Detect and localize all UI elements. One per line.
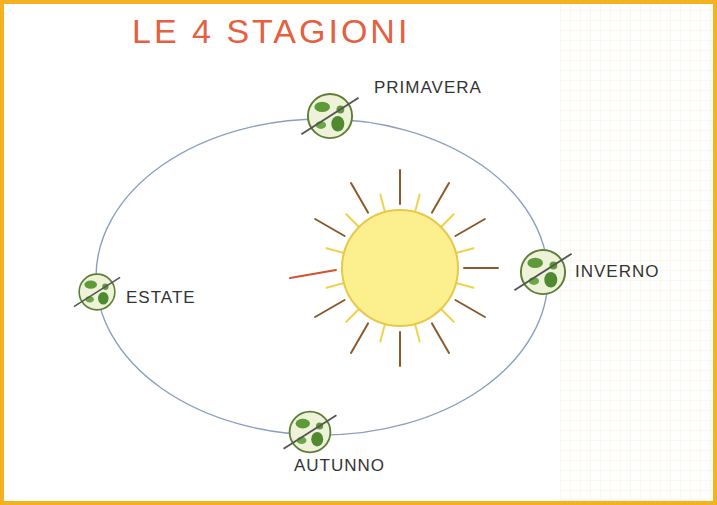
season-label: AUTUNNO	[294, 456, 385, 476]
orbit-line	[96, 119, 548, 435]
earth-summer	[74, 274, 120, 310]
season-label: PRIMAVERA	[374, 78, 482, 98]
earth-autumn	[284, 412, 337, 453]
season-label: INVERNO	[575, 262, 659, 282]
earth-winter	[514, 250, 571, 294]
paper-grid	[560, 4, 713, 501]
sun	[290, 170, 498, 366]
drawing-title: LE 4 STAGIONI	[132, 12, 410, 51]
season-label: ESTATE	[126, 288, 196, 308]
earth-spring	[301, 94, 358, 138]
